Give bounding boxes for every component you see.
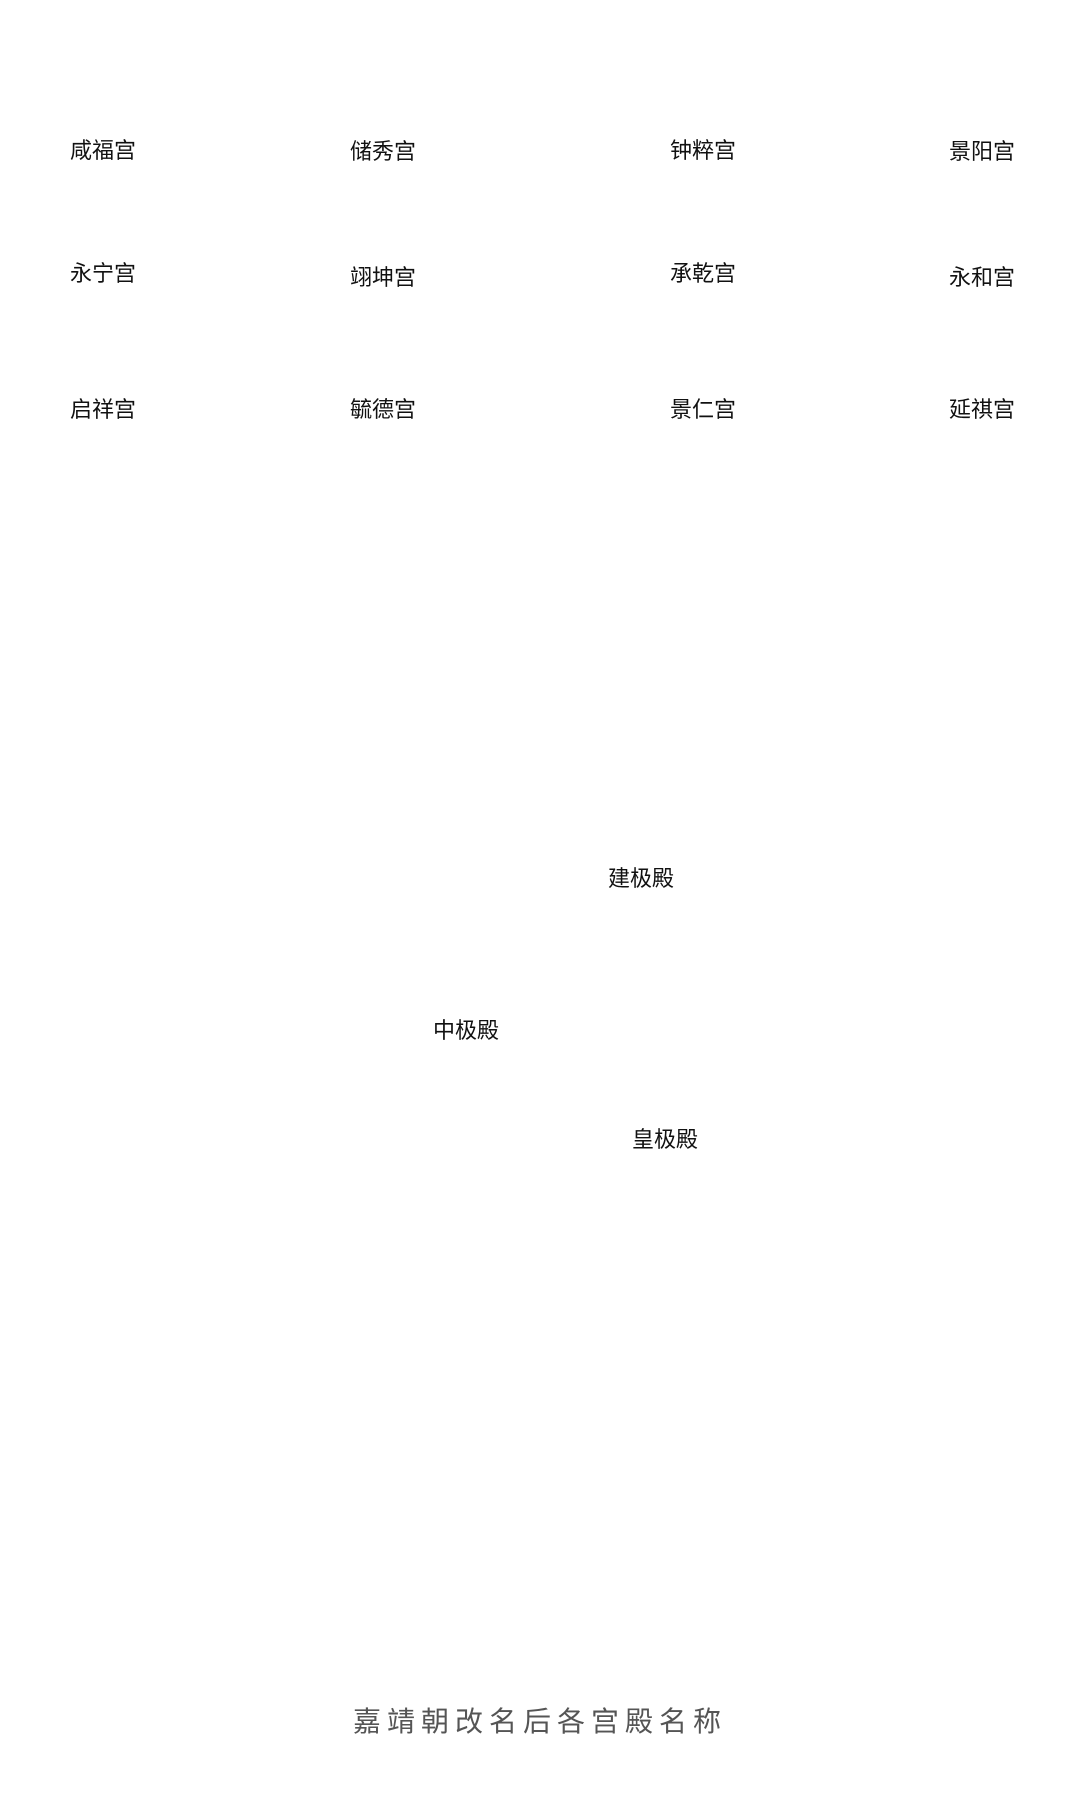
palace-label: 毓德宫 <box>350 398 417 423</box>
palace-label: 储秀宫 <box>350 140 417 165</box>
palace-label: 景阳宫 <box>949 140 1016 165</box>
hall-jianji: 建极殿 <box>608 867 675 892</box>
palace-label: 延祺宫 <box>949 398 1016 423</box>
palace-label: 景仁宫 <box>670 398 737 423</box>
palace-label: 翊坤宫 <box>350 266 417 291</box>
palace-label: 永和宫 <box>949 266 1016 291</box>
palace-label: 启祥宫 <box>70 398 137 423</box>
hall-zhongji: 中极殿 <box>433 1019 500 1044</box>
palace-label: 承乾宫 <box>670 262 737 287</box>
palace-label: 咸福宫 <box>70 139 137 164</box>
palace-label: 永宁宫 <box>70 262 137 287</box>
palace-label: 钟粹宫 <box>670 139 737 164</box>
hall-huangji: 皇极殿 <box>632 1128 699 1153</box>
caption: 嘉靖朝改名后各宫殿名称 <box>352 1705 727 1738</box>
